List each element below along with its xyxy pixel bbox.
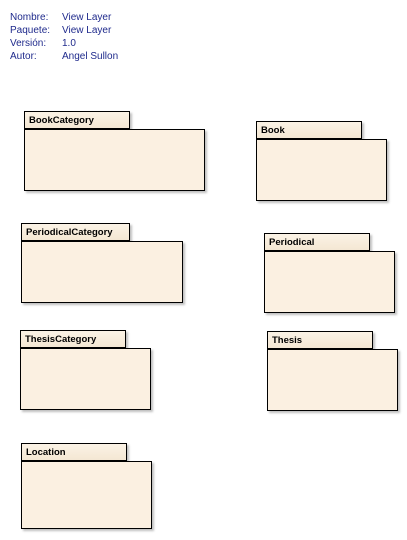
package-tab: BookCategory xyxy=(24,111,130,129)
package-label: Location xyxy=(26,447,66,458)
meta-key: Nombre: xyxy=(10,12,49,23)
meta-key: Versión: xyxy=(10,38,47,49)
package-label: PeriodicalCategory xyxy=(26,227,113,238)
package-body xyxy=(20,348,151,410)
package-label: BookCategory xyxy=(29,115,94,126)
package-body xyxy=(264,251,395,313)
meta-row-package: Paquete: View Layer xyxy=(10,24,118,37)
meta-row-version: Versión: 1.0 xyxy=(10,37,118,50)
meta-row-author: Autor: Angel Sullon xyxy=(10,50,118,63)
package-periodicalcategory[interactable]: PeriodicalCategory xyxy=(21,223,185,305)
package-body xyxy=(256,139,387,201)
package-body xyxy=(21,241,183,303)
package-tab: Periodical xyxy=(264,233,370,251)
meta-key: Paquete: xyxy=(10,25,51,36)
meta-value: View Layer xyxy=(62,25,112,36)
meta-value: Angel Sullon xyxy=(62,51,119,62)
package-body xyxy=(21,461,152,529)
package-body xyxy=(267,349,398,411)
package-location[interactable]: Location xyxy=(21,443,154,532)
package-book[interactable]: Book xyxy=(256,121,389,204)
package-tab: Book xyxy=(256,121,362,139)
package-label: ThesisCategory xyxy=(25,334,97,345)
package-bookcategory[interactable]: BookCategory xyxy=(24,111,207,193)
package-label: Periodical xyxy=(269,237,315,248)
package-label: Book xyxy=(261,125,285,136)
package-thesiscategory[interactable]: ThesisCategory xyxy=(20,330,153,413)
package-periodical[interactable]: Periodical xyxy=(264,233,397,316)
meta-value: 1.0 xyxy=(62,38,76,49)
package-tab: ThesisCategory xyxy=(20,330,126,348)
meta-row-name: Nombre: View Layer xyxy=(10,11,118,24)
meta-value: View Layer xyxy=(62,12,112,23)
package-thesis[interactable]: Thesis xyxy=(267,331,400,414)
package-tab: Thesis xyxy=(267,331,373,349)
package-tab: Location xyxy=(21,443,127,461)
meta-key: Autor: xyxy=(10,51,37,62)
package-label: Thesis xyxy=(272,335,303,346)
package-body xyxy=(24,129,205,191)
diagram-properties: Nombre: View Layer Paquete: View Layer V… xyxy=(10,11,118,63)
package-tab: PeriodicalCategory xyxy=(21,223,130,241)
